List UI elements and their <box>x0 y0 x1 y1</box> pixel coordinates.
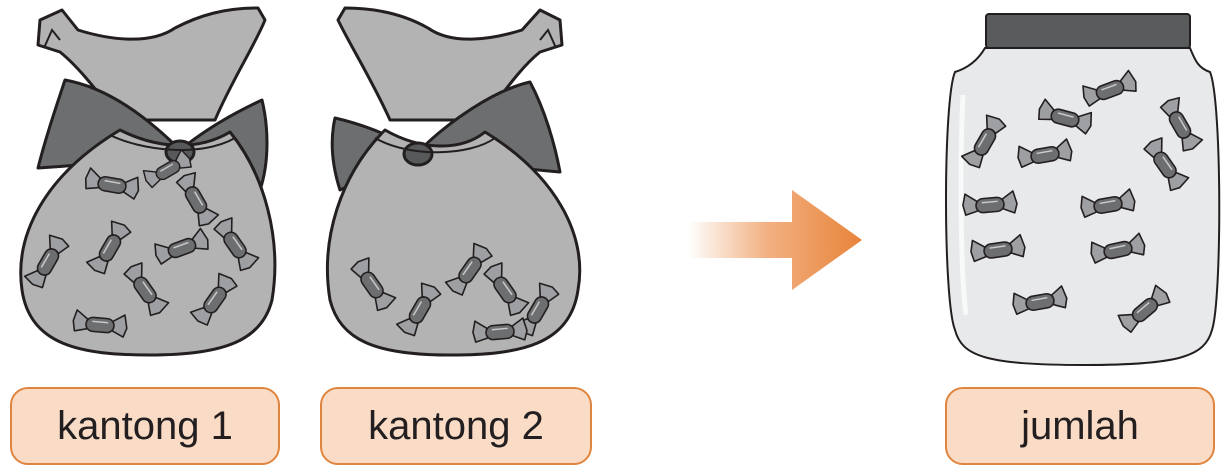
bag-2-label-text: kantong 2 <box>368 404 544 449</box>
bag-1-label: kantong 1 <box>10 387 280 465</box>
candy-jar-icon <box>946 14 1219 365</box>
right-arrow-icon <box>688 190 862 290</box>
bag-1-label-text: kantong 1 <box>57 404 233 449</box>
candy-bag-2-icon <box>327 8 579 355</box>
bag-2-label: kantong 2 <box>320 387 592 465</box>
total-label: jumlah <box>945 387 1215 465</box>
total-label-text: jumlah <box>1021 404 1139 449</box>
candy-bag-1-icon <box>21 8 275 355</box>
